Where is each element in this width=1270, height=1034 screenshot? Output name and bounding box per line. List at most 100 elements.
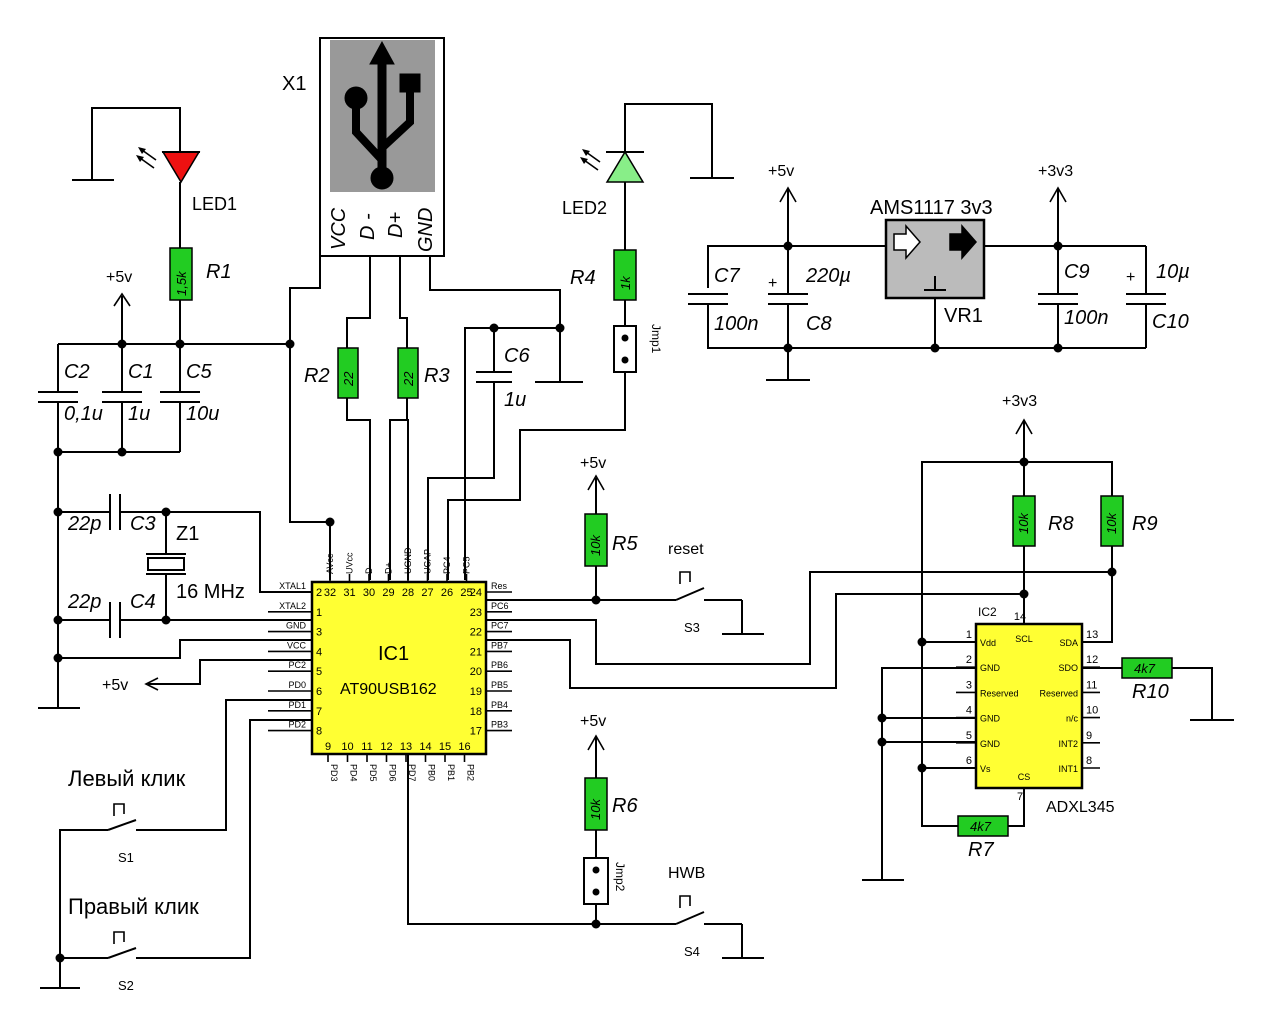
ic2-pin-name: GND xyxy=(980,714,1001,724)
ic1-pin-name: PB2 xyxy=(466,764,476,781)
ic1-pin-name: PD1 xyxy=(288,700,306,710)
r10-value: 4k7 xyxy=(1134,661,1156,676)
ic1-pin-num: 7 xyxy=(316,706,322,718)
ic1-pin-num: 5 xyxy=(316,666,322,678)
ic2-pin-name: Reserved xyxy=(980,688,1019,698)
c7-value: 100n xyxy=(714,313,759,335)
ic1-pin-name: VCC xyxy=(287,640,307,650)
r2-value: 22 xyxy=(341,371,356,387)
c7-ref: C7 xyxy=(714,265,740,287)
ic2-pin-name: SDO xyxy=(1058,663,1078,673)
r2-ref: R2 xyxy=(304,365,330,387)
regulator-in-arrow-icon xyxy=(893,224,921,260)
crystal-icon xyxy=(147,557,185,571)
c10-ref: C10 xyxy=(1152,311,1189,333)
mouse-buttons: Левый клик S1 Правый клик S2 xyxy=(40,699,312,993)
c6-value: 1u xyxy=(504,389,526,411)
accelerometer-section: +3v3 10k R8 10k R9 IC2 ADXL345 Vdd1GND2R… xyxy=(486,393,1234,881)
ic1-pin-num: 25 xyxy=(460,587,472,599)
c8-plus-icon: + xyxy=(768,275,777,292)
led1-ref: LED1 xyxy=(192,194,237,214)
ic1-pin-num: 1 xyxy=(316,607,322,619)
ic1-pin-num: 8 xyxy=(316,726,322,738)
ic1-pin-num: 2 xyxy=(316,587,322,599)
ic1-pin-num: 11 xyxy=(361,741,372,753)
ic2-pin-num: 5 xyxy=(966,730,972,742)
v5-label-left: +5v xyxy=(106,269,132,286)
ic2-pin-name: INT2 xyxy=(1058,739,1078,749)
led2-ref: LED2 xyxy=(562,198,607,218)
ic2-pin-name: SDA xyxy=(1059,638,1078,648)
ic2-pin-num: 4 xyxy=(966,705,972,717)
ic1-pin-name: PD4 xyxy=(349,764,359,782)
ic1-pin-num: 20 xyxy=(470,666,482,678)
r10-ref: R10 xyxy=(1132,681,1169,703)
ic1-pin-num: 32 xyxy=(324,587,336,599)
regulator-out-arrow-icon xyxy=(949,224,977,260)
ic1-pin-num: 15 xyxy=(439,741,451,753)
c6-ref: C6 xyxy=(504,345,530,367)
r7-value: 4k7 xyxy=(970,819,992,834)
hwb-circuit: +5v 10k R6 Jmp2 HWB S4 xyxy=(407,713,764,959)
led1-branch: LED1 1,5k R1 xyxy=(72,107,237,344)
r3-body xyxy=(397,347,419,399)
ic1-pin-num: 6 xyxy=(316,686,322,698)
ic1-pin-name: UCAP xyxy=(423,549,433,574)
ic1-pin-num: 22 xyxy=(470,627,482,639)
c2-ref: C2 xyxy=(64,361,90,383)
ic1-pin-num: 10 xyxy=(341,741,353,753)
ic2-pin-name: GND xyxy=(980,663,1001,673)
ic1-part: AT90USB162 xyxy=(340,681,437,698)
r2-body xyxy=(337,347,359,399)
c9-ref: C9 xyxy=(1064,261,1090,283)
usb-connector-x1: X1 VCC D - D+ GND xyxy=(282,37,445,257)
r4-value: 1k xyxy=(618,275,633,290)
ic1-pin-num: 9 xyxy=(325,741,331,753)
jmp2-icon xyxy=(583,857,609,905)
ic1-pin-name: PC6 xyxy=(491,601,509,611)
r5-value: 10k xyxy=(588,534,603,556)
ic1-pin-name: PD7 xyxy=(407,764,417,782)
ic2-pin-num: 11 xyxy=(1086,679,1097,691)
led2-light-arrows-icon xyxy=(580,149,601,171)
ic2-pin-num: 2 xyxy=(966,654,972,666)
c1-ref: C1 xyxy=(128,361,154,383)
c4-value: 22p xyxy=(67,591,101,613)
usb-pin-vcc: VCC xyxy=(328,207,350,250)
ic2-pin-num: 9 xyxy=(1086,730,1092,742)
v5-label-r5: +5v xyxy=(580,455,606,472)
ic1-pin-name: PB0 xyxy=(427,764,437,781)
r8-value: 10k xyxy=(1016,512,1031,534)
ic2-pin-name: Reserved xyxy=(1039,688,1078,698)
c8-ref: C8 xyxy=(806,313,832,335)
ic1-pin-num: 12 xyxy=(380,741,392,753)
ic2-pin-num: 8 xyxy=(1086,755,1092,767)
ic1-pin-num: 13 xyxy=(400,741,412,753)
ic1-pin-name: PB7 xyxy=(491,640,508,650)
c5-value: 10u xyxy=(186,403,219,425)
c9-value: 100n xyxy=(1064,307,1109,329)
ic1-pin-name: PB3 xyxy=(491,720,508,730)
led1-icon xyxy=(161,151,201,184)
ic1-pin-num: 3 xyxy=(316,627,322,639)
usb-wires xyxy=(180,256,626,580)
ic2-pin-num: 7 xyxy=(1017,791,1023,803)
s4-label: HWB xyxy=(668,865,705,882)
ic1-pin-num: 24 xyxy=(470,587,482,599)
ic1-pin-num: 16 xyxy=(458,741,470,753)
ic1-pin-name: PD6 xyxy=(388,764,398,782)
ic2-pin-num: 3 xyxy=(966,679,972,691)
ic1-pin-name: PD0 xyxy=(288,680,306,690)
s4-ref: S4 xyxy=(684,944,700,959)
jmp1-label: Jmp1 xyxy=(649,324,663,354)
usb-pin-gnd: GND xyxy=(415,208,437,252)
ic2-pin-name: INT1 xyxy=(1058,764,1078,774)
r1-ref: R1 xyxy=(206,261,232,283)
ic2-pin-num: 13 xyxy=(1086,629,1098,641)
ic2-ref: IC2 xyxy=(978,605,997,619)
s3-ref: S3 xyxy=(684,620,700,635)
ic1-pin-name: UVcc xyxy=(345,552,355,574)
ic1-pin-name: PC2 xyxy=(288,660,306,670)
regulator-section: +5v +3v3 AMS1117 3v3 VR1 C7 100n + 220µ … xyxy=(688,163,1190,381)
